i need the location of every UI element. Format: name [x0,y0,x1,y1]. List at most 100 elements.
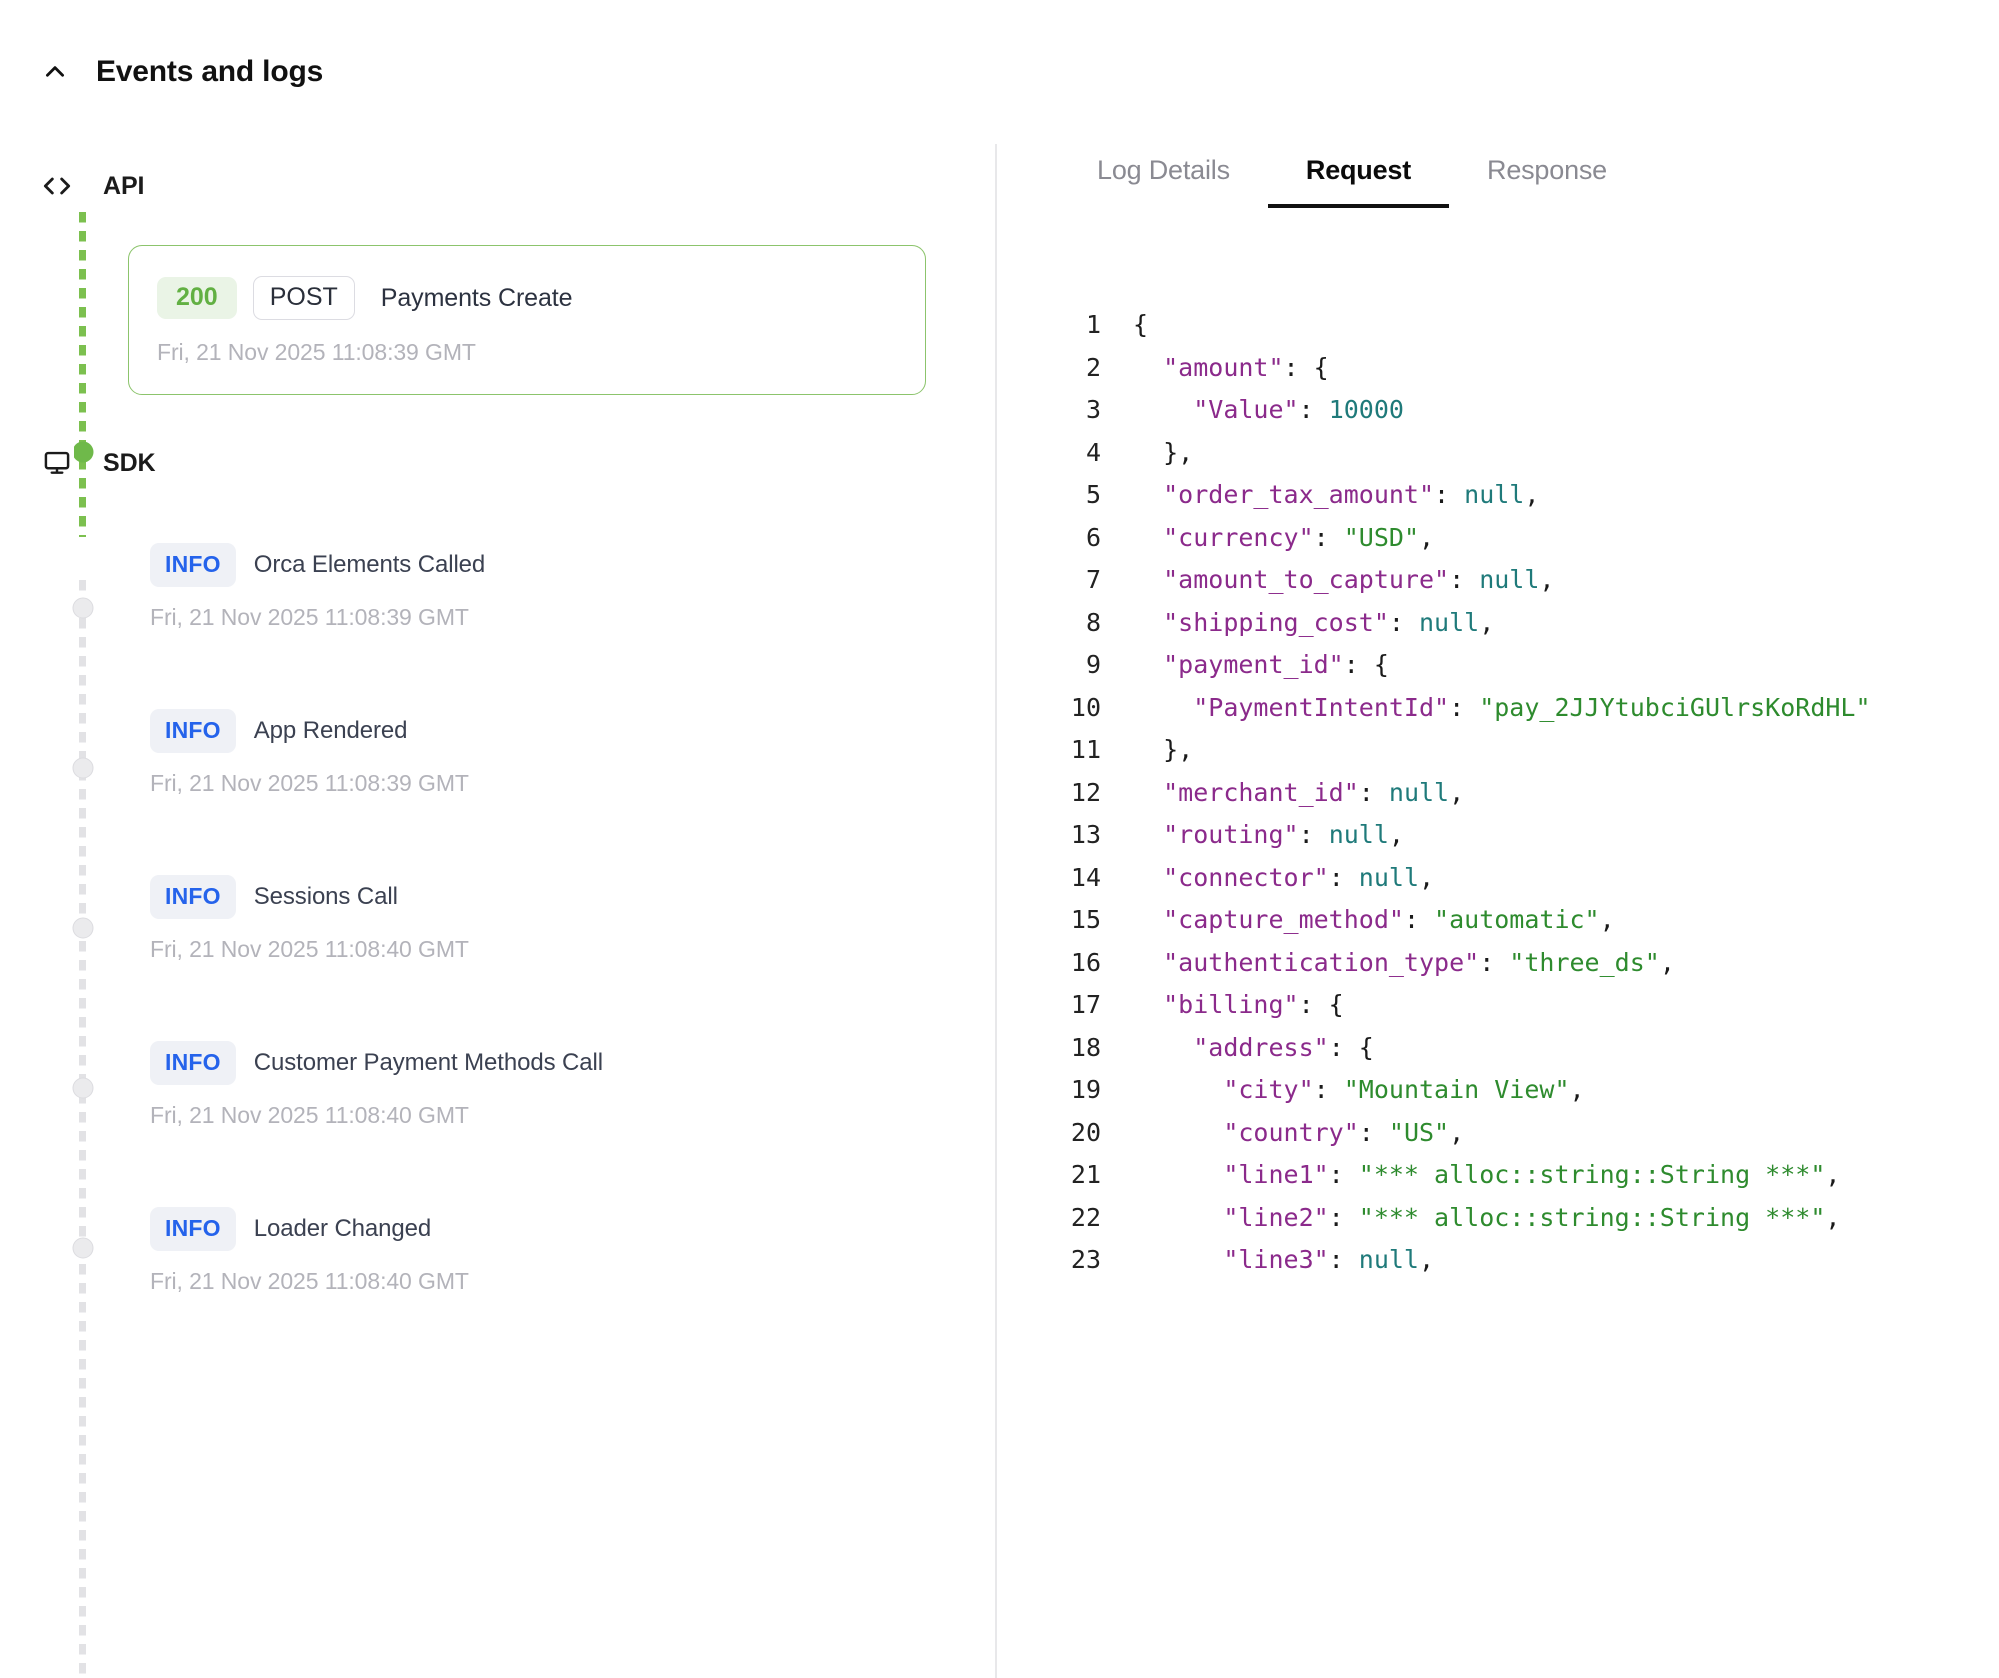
code-line: 7 "amount_to_capture": null, [1059,559,1999,602]
details-tabs: Log Details Request Response [1059,155,1999,208]
code-line: 12 "merchant_id": null, [1059,772,1999,815]
code-line-text: "Value": 10000 [1193,395,1404,424]
event-timeline: API 200 POST Payments Create Fri, 21 Nov… [0,168,995,1678]
code-line-number: 1 [1085,310,1101,339]
api-log-card-row: 200 POST Payments Create [157,276,897,320]
code-line: 20 "country": "US", [1059,1112,1999,1155]
code-line-text: "connector": null, [1163,862,1435,892]
code-line-text: "shipping_cost": null, [1163,607,1495,637]
timeline-rail-api [79,212,86,537]
code-line-number: 14 [1070,862,1101,892]
log-level-badge: INFO [150,1041,236,1085]
code-line-number: 21 [1070,1160,1101,1189]
code-line: 17 "billing": { [1059,984,1999,1027]
sdk-log-name: Sessions Call [253,883,398,910]
timeline-group-api: API 200 POST Payments Create Fri, 21 Nov… [0,168,995,463]
code-line: 15 "capture_method": "automatic", [1059,899,1999,942]
http-method-chip: POST [252,276,355,320]
code-line-text: "city": "Mountain View", [1223,1075,1585,1104]
code-line-text: "line3": null, [1223,1245,1435,1274]
code-line-number: 20 [1070,1117,1101,1147]
timeline-rail-sdk [79,580,86,1678]
timeline-pane: API 200 POST Payments Create Fri, 21 Nov… [0,100,995,1678]
code-line-number: 2 [1085,352,1101,382]
code-line-number: 16 [1070,947,1101,977]
tab-response[interactable]: Response [1487,155,1607,185]
sdk-log-entry[interactable]: INFO Orca Elements Called Fri, 21 Nov 20… [150,543,995,631]
page-title: Events and logs [96,55,324,88]
code-line-text: "capture_method": "automatic", [1163,905,1615,934]
sdk-log-entry[interactable]: INFO Customer Payment Methods Call Fri, … [150,1041,995,1129]
code-line: 3 "Value": 10000 [1059,389,1999,432]
sdk-log-timestamp: Fri, 21 Nov 2025 11:08:40 GMT [150,1102,469,1128]
code-line-text: "line2": "*** alloc::string::String ***"… [1223,1202,1841,1232]
code-line: 10 "PaymentIntentId": "pay_2JJYtubciGUlr… [1059,687,1999,730]
timeline-node-dot [72,757,93,779]
code-line-text: "address": { [1193,1032,1374,1062]
chevron-up-icon[interactable] [40,57,70,87]
group-label-sdk: SDK [103,448,156,477]
api-log-card-payments-create[interactable]: 200 POST Payments Create Fri, 21 Nov 202… [128,245,926,395]
log-level-badge: INFO [150,709,236,753]
timeline-node-dot-api [72,441,93,463]
code-line: 6 "currency": "USD", [1059,517,1999,560]
code-line-number: 23 [1070,1245,1101,1274]
code-line-number: 7 [1085,565,1101,594]
code-line: 21 "line1": "*** alloc::string::String *… [1059,1154,1999,1197]
code-line-number: 15 [1070,905,1101,934]
group-header-api: API [0,168,995,204]
code-line: 9 "payment_id": { [1059,644,1999,687]
code-line-number: 18 [1070,1032,1101,1062]
sdk-log-entry[interactable]: INFO Loader Changed Fri, 21 Nov 2025 11:… [150,1207,995,1295]
events-and-logs-body: API 200 POST Payments Create Fri, 21 Nov… [0,100,1999,1678]
code-line-number: 5 [1085,480,1101,509]
sdk-log-row: INFO Sessions Call [150,875,995,919]
timeline-node-dot [72,1237,93,1259]
sdk-log-row: INFO App Rendered [150,709,995,753]
code-line: 2 "amount": { [1059,347,1999,390]
status-badge: 200 [157,277,237,319]
code-line-text: "billing": { [1163,990,1344,1019]
api-log-timestamp: Fri, 21 Nov 2025 11:08:39 GMT [157,339,476,365]
code-line: 13 "routing": null, [1059,814,1999,857]
code-line-text: "order_tax_amount": null, [1163,480,1540,509]
code-line: 18 "address": { [1059,1027,1999,1070]
code-brackets-icon [40,169,74,203]
code-line-text: { [1133,310,1149,339]
code-line-number: 4 [1085,437,1101,467]
sdk-log-entry[interactable]: INFO Sessions Call Fri, 21 Nov 2025 11:0… [150,875,995,963]
code-line-number: 9 [1085,650,1101,679]
sdk-log-row: INFO Loader Changed [150,1207,995,1251]
code-line-text: "routing": null, [1163,820,1404,849]
code-line-number: 8 [1085,607,1101,637]
sdk-log-name: Orca Elements Called [253,551,486,578]
events-and-logs-header: Events and logs [0,0,1999,100]
code-line-number: 11 [1070,735,1101,764]
code-line-number: 22 [1070,1202,1101,1232]
sdk-log-timestamp: Fri, 21 Nov 2025 11:08:39 GMT [150,604,469,630]
code-line-text: "amount_to_capture": null, [1163,565,1555,594]
code-line: 5 "order_tax_amount": null, [1059,474,1999,517]
monitor-icon [40,446,74,480]
log-details-pane: Log Details Request Response 1{2 "amount… [997,100,1999,1678]
tab-request[interactable]: Request [1267,155,1450,208]
code-line-text: "country": "US", [1223,1117,1465,1147]
code-line: 19 "city": "Mountain View", [1059,1069,1999,1112]
log-level-badge: INFO [150,875,236,919]
sdk-log-entry[interactable]: INFO App Rendered Fri, 21 Nov 2025 11:08… [150,709,995,797]
code-line-number: 10 [1070,692,1101,722]
tab-log-details[interactable]: Log Details [1097,155,1230,185]
api-log-name: Payments Create [380,283,573,312]
sdk-log-row: INFO Orca Elements Called [150,543,995,587]
code-line-text: }, [1133,735,1194,764]
sdk-log-timestamp: Fri, 21 Nov 2025 11:08:40 GMT [150,936,469,962]
code-line: 1{ [1059,304,1999,347]
code-line-text: }, [1133,437,1194,467]
sdk-log-name: Loader Changed [253,1215,432,1242]
log-level-badge: INFO [150,1207,236,1251]
code-line-number: 13 [1070,820,1101,849]
pane-divider [995,144,997,1678]
code-line-text: "amount": { [1163,352,1329,382]
timeline-node-dot [72,917,93,939]
